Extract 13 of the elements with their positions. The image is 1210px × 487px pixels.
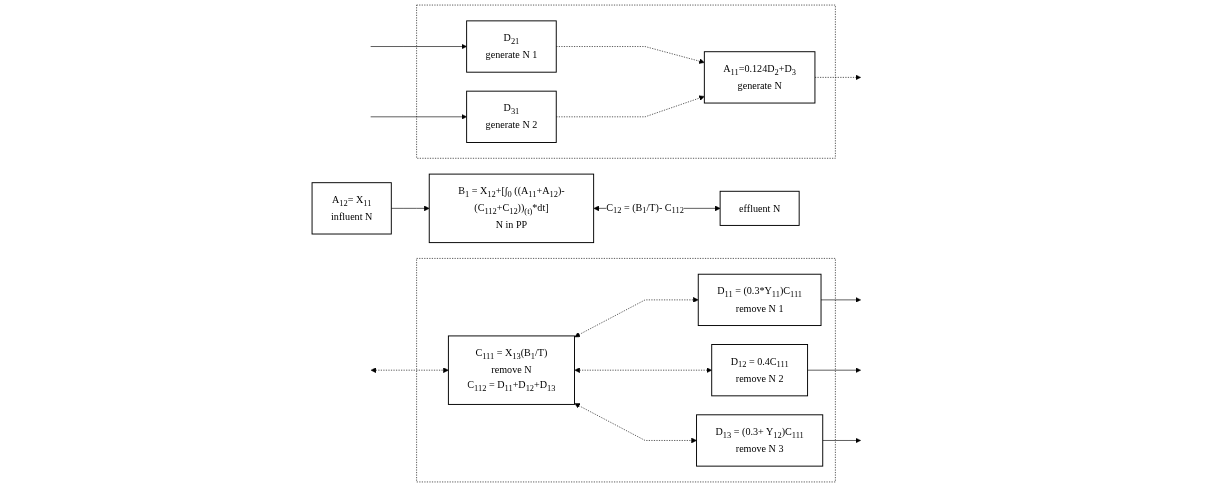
node-box: D$_{31}$ generate N 2: [465, 90, 557, 143]
node-box: A$_{11}$=0.124D$_{2}$+D$_{3}$ generate N: [703, 51, 816, 104]
edge-label: C$_{12}$ = (B$_{1}$/T)- C$_{112}$: [605, 201, 684, 216]
node-box: C$_{111}$ = X$_{13}$(B$_{1}$/T) remove N C$_{112}$ = D$_{11}$+D$_{12}$+D$_{13}$: [447, 335, 575, 405]
node-box: A$_{12}$= X$_{11}$ influent N: [311, 182, 392, 235]
node-box: D$_{12}$ = 0.4C$_{111}$ remove N 2: [710, 344, 808, 397]
node-box: B$_{1}$ = X$_{12}$+[∫$_{0}$ ((A$_{11}$+A$_{12}$)-(C$_{112}$+C$_{12}$))$_{(t)}$*dt] N in PP: [428, 173, 594, 244]
node-box: D$_{13}$ = (0.3+ Y$_{12}$)C$_{111}$ remove N 3: [695, 414, 823, 467]
cluster: [415, 258, 836, 483]
cluster: [415, 4, 836, 159]
node-box: effluent N: [719, 190, 800, 226]
node-box: D$_{11}$ = (0.3*Y$_{11}$)C$_{111}$ remove N 1: [697, 273, 822, 327]
node-box: D$_{21}$ generate N 1: [465, 20, 557, 73]
